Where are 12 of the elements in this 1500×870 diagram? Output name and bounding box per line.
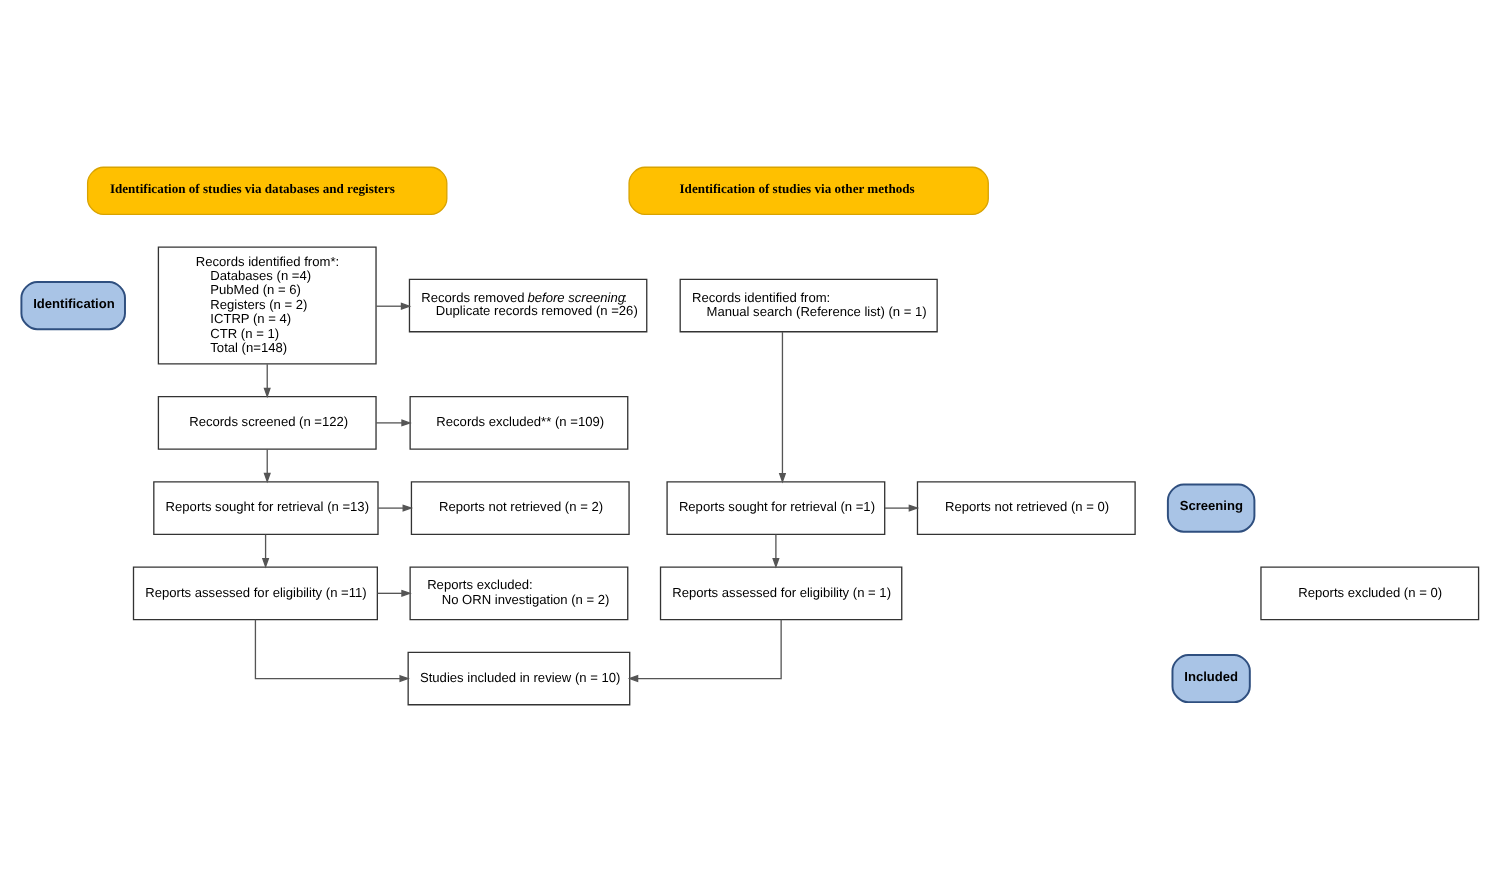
arrow: [627, 618, 782, 682]
arrow: [376, 588, 412, 596]
arrow: [778, 330, 787, 483]
arrow: [377, 503, 414, 511]
arrow: [254, 618, 410, 682]
arrow: [263, 362, 271, 398]
arrow: [261, 532, 270, 568]
arrow: [375, 418, 412, 426]
arrow: [375, 301, 412, 309]
arrow: [263, 447, 271, 483]
arrow: [884, 503, 920, 511]
arrow: [772, 532, 780, 568]
